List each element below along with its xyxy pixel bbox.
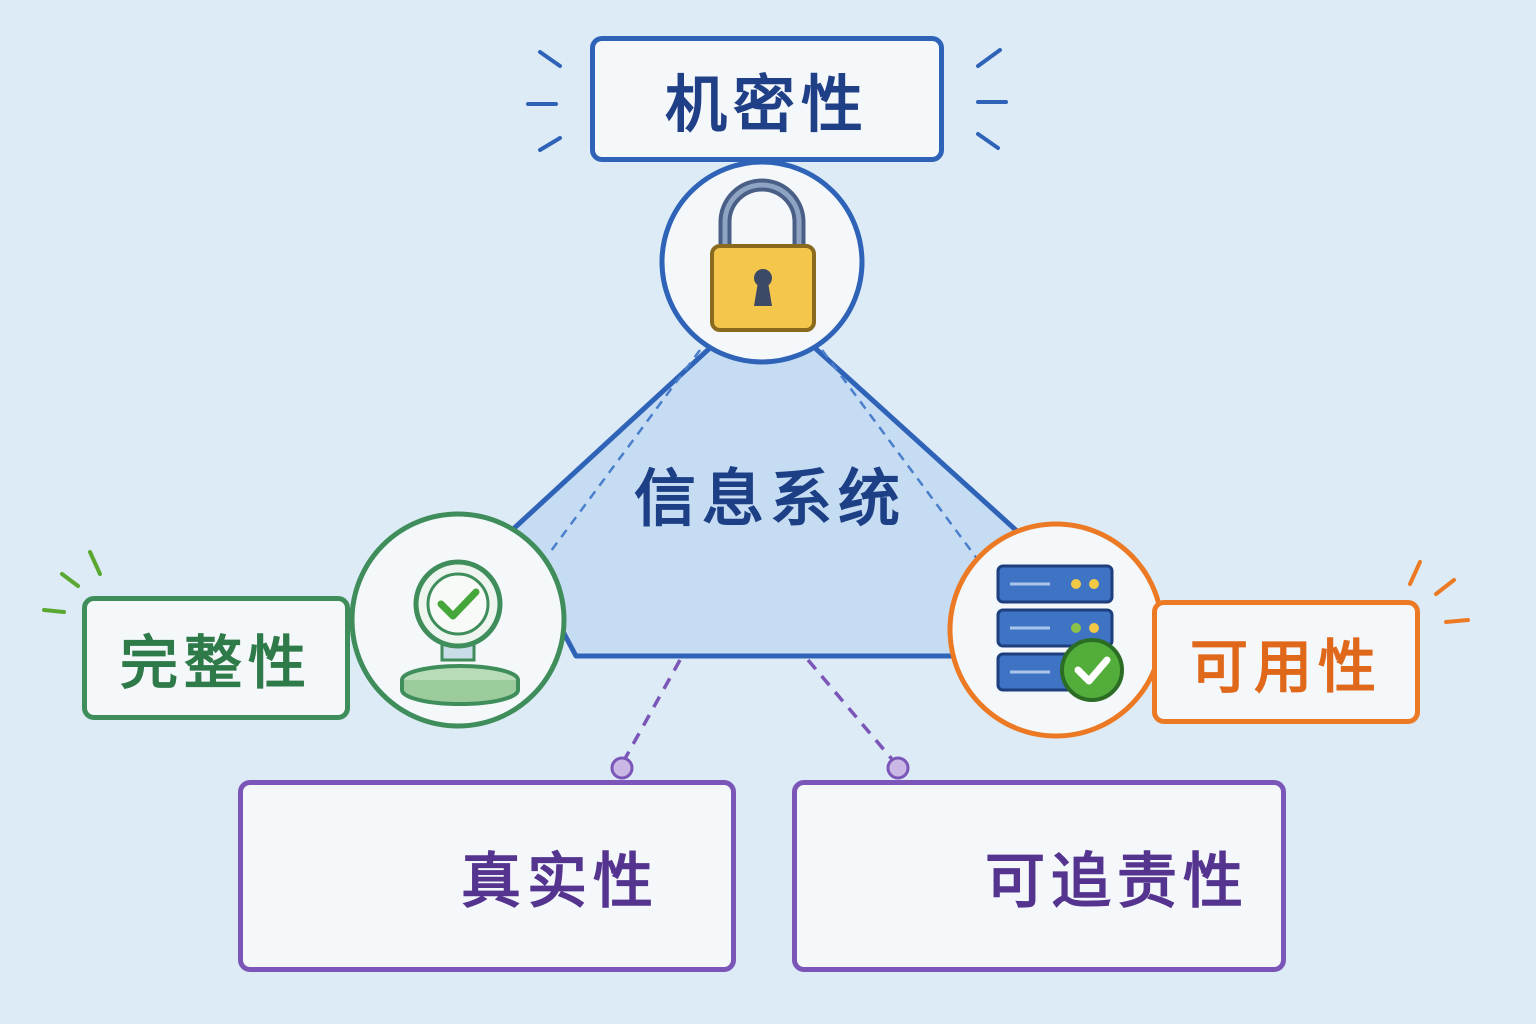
accent-marks-confidentiality: [526, 48, 1008, 152]
integrity-label: 完整性: [119, 629, 312, 697]
confidentiality-label: 机密性: [664, 68, 869, 141]
padlock-icon: [710, 178, 816, 332]
availability-label: 可用性: [1189, 633, 1382, 701]
stamp-check-icon: [400, 559, 520, 706]
connector-dot-authenticity: [610, 756, 634, 780]
integrity-label-box: 完整性: [82, 596, 350, 720]
system-triangle: [507, 297, 1021, 659]
confidentiality-label-box: 机密性: [590, 36, 944, 162]
authenticity-box: 真实性: [238, 780, 736, 972]
authenticity-label: 真实性: [461, 846, 659, 917]
connector-dot-accountability: [886, 756, 910, 780]
connector-authenticity: [620, 659, 682, 765]
server-check-icon: [996, 564, 1124, 702]
accountability-box: 可追责性: [792, 780, 1286, 972]
inner-dashed-left: [546, 349, 702, 556]
connector-accountability: [806, 658, 898, 766]
accountability-label: 可追责性: [985, 846, 1249, 917]
accent-marks-integrity: [42, 550, 102, 614]
center-system-label: 信息系统: [633, 462, 906, 535]
accent-marks-availability: [1408, 560, 1470, 624]
inner-dashed-right: [820, 349, 980, 561]
availability-label-box: 可用性: [1152, 600, 1420, 724]
